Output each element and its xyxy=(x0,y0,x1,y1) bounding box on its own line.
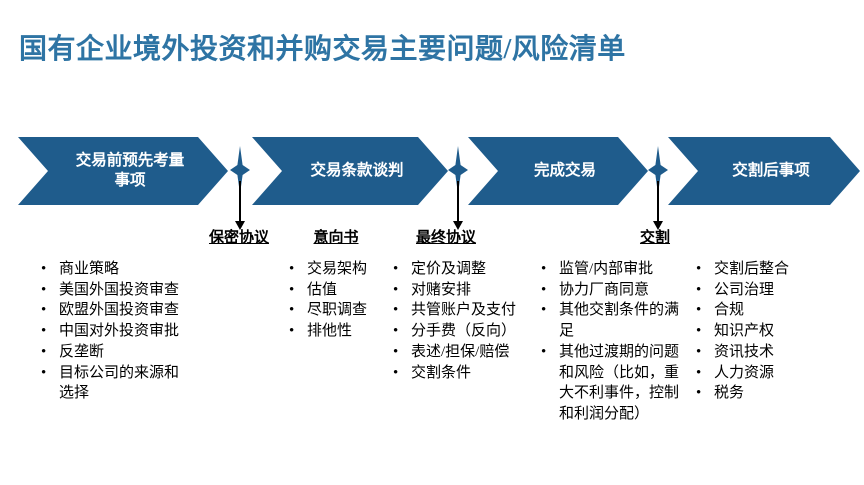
list-item: 对赌安排 xyxy=(391,280,537,301)
list-item: 税务 xyxy=(694,383,818,404)
list-item: 人力资源 xyxy=(694,363,818,384)
stage-pre-transaction: 交易前预先考量 事项 xyxy=(18,137,228,205)
down-arrow-head-icon xyxy=(653,221,663,230)
topic-list: 监管/内部审批协力厂商同意其他交割条件的满足其他过渡期的问题和风险（比如，重大不… xyxy=(539,259,681,425)
topic-column-agreement-terms: 定价及调整对赌安排共管账户及支付分手费（反向）表述/担保/赔偿交割条件 xyxy=(391,259,537,383)
topic-column-post-closing: 交割后整合公司治理合规知识产权资讯技术人力资源税务 xyxy=(694,259,818,404)
down-arrow-head-icon xyxy=(235,221,245,230)
down-arrow-line xyxy=(457,181,459,222)
down-arrow-line xyxy=(239,181,241,222)
milestone-star-icon xyxy=(448,146,468,194)
stage-post-closing: 交割后事项 xyxy=(668,137,860,205)
milestone-star-icon xyxy=(648,146,668,194)
list-item: 监管/内部审批 xyxy=(539,259,681,280)
list-item: 表述/担保/赔偿 xyxy=(391,342,537,363)
list-item: 交割后整合 xyxy=(694,259,818,280)
milestone-label-final-agreement: 最终协议 xyxy=(415,230,477,246)
milestone-label-loi: 意向书 xyxy=(313,230,359,246)
down-arrow-line xyxy=(657,181,659,222)
list-item: 资讯技术 xyxy=(694,342,818,363)
list-item: 定价及调整 xyxy=(391,259,537,280)
list-item: 美国外国投资审查 xyxy=(39,280,191,301)
topic-list: 交易架构估值尽职调查排他性 xyxy=(287,259,393,342)
list-item: 欧盟外国投资审查 xyxy=(39,300,191,321)
topic-list: 商业策略美国外国投资审查欧盟外国投资审查中国对外投资审批反垄断目标公司的来源和选… xyxy=(39,259,191,404)
milestone-label-nda: 保密协议 xyxy=(208,230,270,246)
process-band: 交易前预先考量 事项 交易条款谈判 完成交易 交割后事项 xyxy=(18,137,860,205)
list-item: 交易架构 xyxy=(287,259,393,280)
milestone-star-icon xyxy=(230,146,250,194)
list-item: 协力厂商同意 xyxy=(539,280,681,301)
list-item: 排他性 xyxy=(287,321,393,342)
topic-column-pre-transaction: 商业策略美国外国投资审查欧盟外国投资审查中国对外投资审批反垄断目标公司的来源和选… xyxy=(39,259,191,404)
page-title: 国有企业境外投资和并购交易主要问题/风险清单 xyxy=(19,34,626,65)
list-item: 合规 xyxy=(694,300,818,321)
topic-list: 定价及调整对赌安排共管账户及支付分手费（反向）表述/担保/赔偿交割条件 xyxy=(391,259,537,383)
list-item: 估值 xyxy=(287,280,393,301)
list-item: 其他过渡期的问题和风险（比如，重大不利事件，控制和利润分配） xyxy=(539,342,681,425)
stage-completion: 完成交易 xyxy=(468,137,648,205)
stage-label: 交易条款谈判 xyxy=(310,161,404,179)
stage-label: 完成交易 xyxy=(533,161,596,179)
topic-column-negotiation: 交易架构估值尽职调查排他性 xyxy=(287,259,393,342)
stage-label: 交割后事项 xyxy=(732,161,810,179)
list-item: 交割条件 xyxy=(391,363,537,384)
list-item: 分手费（反向） xyxy=(391,321,537,342)
list-item: 目标公司的来源和选择 xyxy=(39,363,191,404)
list-item: 反垄断 xyxy=(39,342,191,363)
list-item: 商业策略 xyxy=(39,259,191,280)
milestone-label-closing: 交割 xyxy=(639,230,671,246)
topic-list: 交割后整合公司治理合规知识产权资讯技术人力资源税务 xyxy=(694,259,818,404)
list-item: 其他交割条件的满足 xyxy=(539,300,681,341)
list-item: 知识产权 xyxy=(694,321,818,342)
topic-column-completion: 监管/内部审批协力厂商同意其他交割条件的满足其他过渡期的问题和风险（比如，重大不… xyxy=(539,259,681,425)
stage-label: 交易前预先考量 事项 xyxy=(75,151,185,189)
list-item: 共管账户及支付 xyxy=(391,300,537,321)
list-item: 公司治理 xyxy=(694,280,818,301)
stage-terms-negotiation: 交易条款谈判 xyxy=(252,137,448,205)
list-item: 尽职调查 xyxy=(287,300,393,321)
list-item: 中国对外投资审批 xyxy=(39,321,191,342)
down-arrow-head-icon xyxy=(453,221,463,230)
